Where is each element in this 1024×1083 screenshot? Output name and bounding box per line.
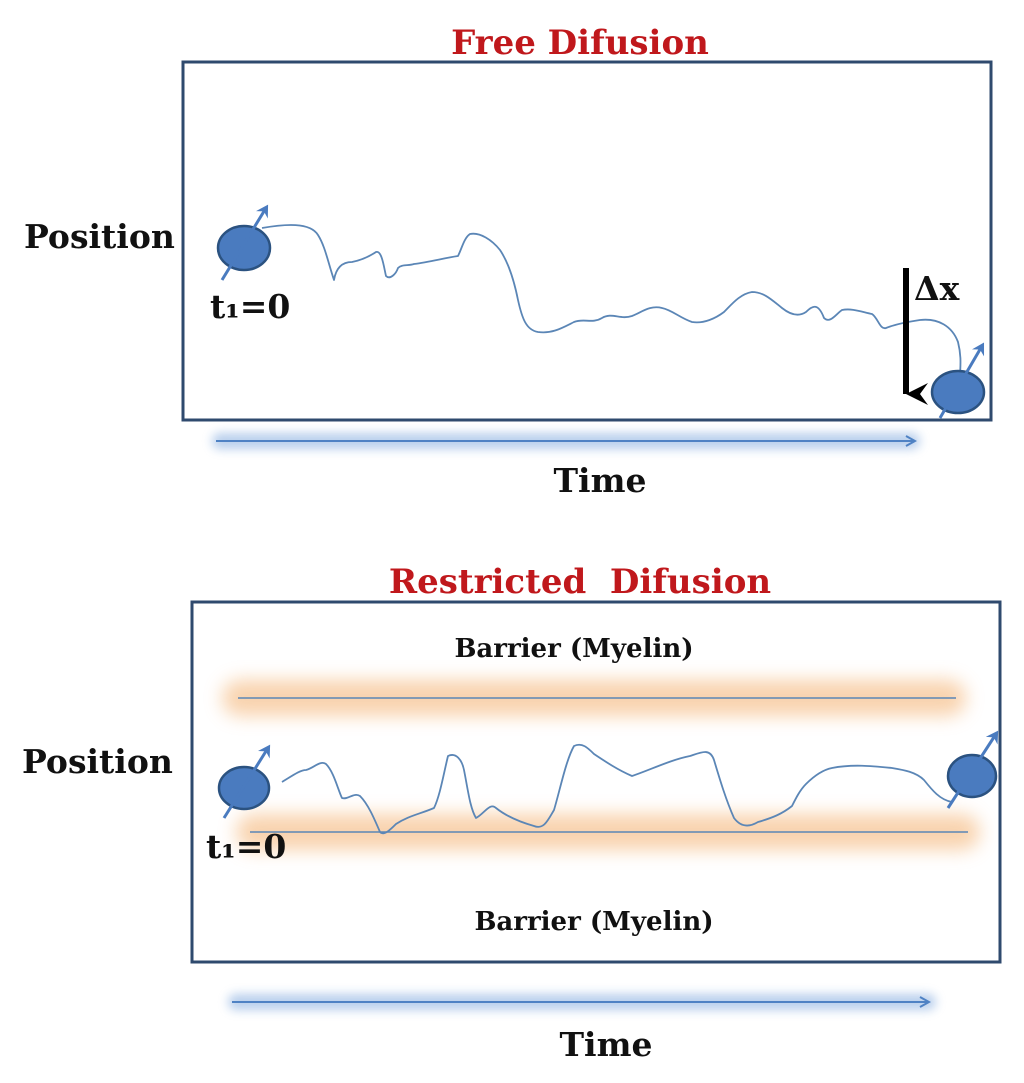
spin-arrow-icon <box>946 730 999 809</box>
free-start-particle <box>216 204 272 281</box>
barrier-top <box>222 680 966 716</box>
restricted-end-particle <box>946 730 999 809</box>
particle-icon <box>216 224 272 272</box>
free-time-arrow <box>212 433 920 449</box>
spin-arrow-icon <box>938 342 985 419</box>
free-diffusion-title: Free Difusion <box>451 23 709 63</box>
free-end-particle <box>930 342 986 419</box>
barrier-bottom-label: Barrier (Myelin) <box>474 907 713 937</box>
free-time-label: Time <box>553 461 646 500</box>
restricted-position-label: Position <box>22 742 173 781</box>
free-position-label: Position <box>24 217 175 256</box>
spin-arrow-icon <box>222 744 271 819</box>
free-diffusion-frame <box>181 60 993 422</box>
particle-icon <box>946 753 998 799</box>
barrier-bottom <box>236 814 980 850</box>
restricted-diffusion-panel: Restricted Difusion Barrier (Myelin) Pos… <box>22 562 1002 1064</box>
barrier-top-label: Barrier (Myelin) <box>454 634 693 664</box>
spin-arrow-icon <box>220 204 269 281</box>
free-start-label: t₁=0 <box>210 287 290 326</box>
restricted-trajectory <box>281 743 953 835</box>
restricted-start-label: t₁=0 <box>206 827 286 866</box>
restricted-time-label: Time <box>559 1025 652 1064</box>
free-diffusion-panel: Free Difusion Position t₁=0 Δx Time <box>24 23 993 500</box>
displacement-label: Δx <box>914 269 960 308</box>
restricted-time-arrow <box>228 994 936 1010</box>
particle-icon <box>930 369 986 415</box>
free-trajectory <box>261 224 962 379</box>
restricted-diffusion-title: Restricted Difusion <box>389 562 771 602</box>
restricted-diffusion-frame <box>190 600 1002 964</box>
restricted-start-particle <box>217 744 271 819</box>
